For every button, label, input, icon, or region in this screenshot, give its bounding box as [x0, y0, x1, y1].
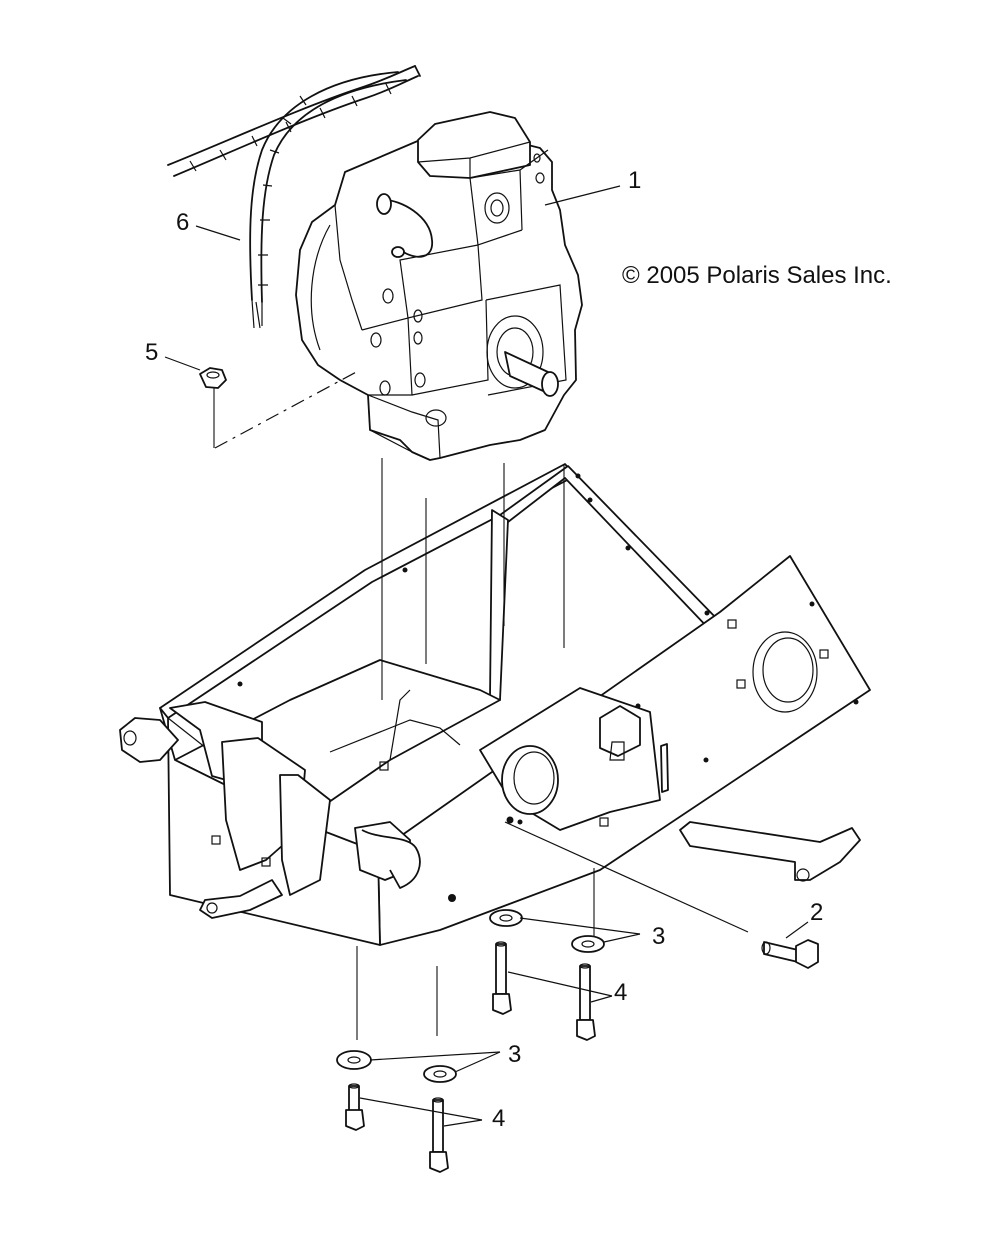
washers [336, 909, 605, 1083]
engine [295, 111, 583, 461]
callout-3b: 3 [508, 1041, 521, 1068]
callout-3a: 3 [652, 923, 665, 950]
leader-lines [164, 185, 809, 1127]
callout-2: 2 [810, 899, 823, 926]
callout-4a: 4 [614, 979, 627, 1006]
bolts-4 [345, 941, 596, 1173]
callout-4b: 4 [492, 1105, 505, 1132]
nut [199, 367, 227, 389]
bolt-2 [761, 939, 819, 969]
wire-harness [167, 65, 421, 329]
copyright-notice: © 2005 Polaris Sales Inc. [622, 262, 892, 289]
callout-1: 1 [628, 167, 641, 194]
frame [119, 463, 871, 946]
alignment-lines [213, 369, 749, 1040]
callout-6: 6 [176, 209, 189, 236]
callout-5: 5 [145, 339, 158, 366]
